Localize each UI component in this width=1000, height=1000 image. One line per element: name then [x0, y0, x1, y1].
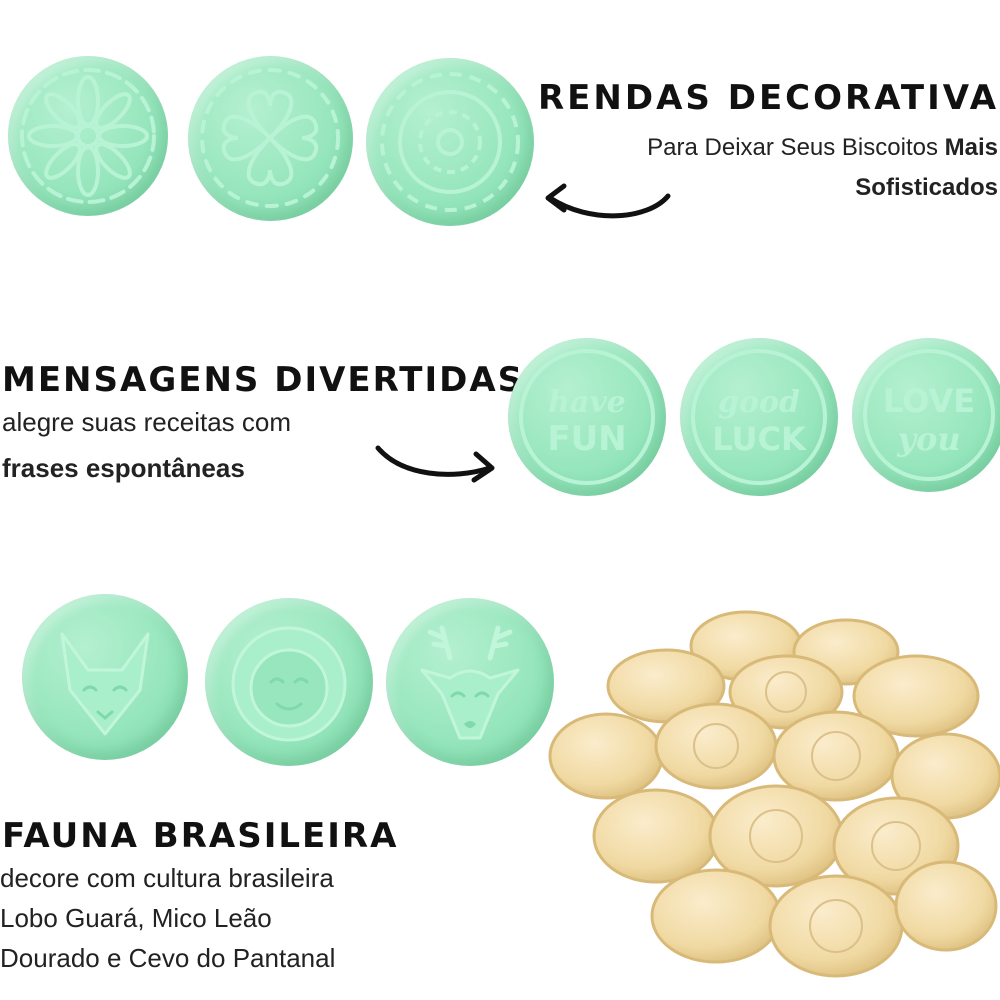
wolf-stamp — [22, 594, 188, 760]
mensagens-title: MENSAGENS DIVERTIDAS — [2, 360, 525, 400]
mandala-icon — [380, 72, 520, 212]
heart-lace-stamp — [188, 56, 353, 221]
mensagens-subtitle-line1: alegre suas receitas com — [2, 407, 292, 437]
wolf-icon — [60, 632, 150, 736]
love-you-stamp: LOVE you — [852, 338, 1000, 492]
lion-monkey-icon — [231, 626, 347, 742]
luck-text: LUCK — [712, 420, 807, 458]
cookie-pile-image — [548, 610, 1000, 978]
deer-icon — [420, 625, 520, 740]
you-text: you — [896, 420, 960, 458]
good-luck-icon: good LUCK — [691, 349, 827, 485]
fun-text: FUN — [547, 419, 626, 459]
fauna-line1: decore com cultura brasileira — [0, 863, 334, 893]
rendas-subtitle-bold: Mais — [944, 134, 998, 161]
rendas-title: RENDAS DECORATIVAS — [538, 78, 1000, 118]
curved-arrow-left-icon — [545, 183, 671, 219]
curved-arrow-right-icon — [375, 445, 495, 483]
rendas-subtitle-bold-2: Sofisticados — [855, 174, 998, 201]
good-text: good — [718, 385, 800, 420]
fauna-line3: Dourado e Cevo do Pantanal — [0, 943, 336, 973]
rendas-subtitle-line2: Sofisticados — [855, 168, 998, 208]
mandala-lace-stamp — [366, 58, 534, 226]
mensagens-subtitle-line2: frases espontâneas — [2, 448, 245, 488]
good-luck-stamp: good LUCK — [680, 338, 838, 496]
deer-stamp — [386, 598, 554, 766]
love-you-icon: LOVE you — [863, 349, 995, 481]
love-text: LOVE — [883, 382, 975, 420]
mensagens-subtitle-bold: frases espontâneas — [2, 453, 245, 483]
fauna-line2: Lobo Guará, Mico Leão — [0, 903, 272, 933]
flower-lace-icon — [20, 68, 156, 204]
rendas-subtitle-line1: Para Deixar Seus Biscoitos Mais — [647, 128, 998, 168]
flower-lace-stamp — [8, 56, 168, 216]
have-fun-icon: have FUN — [519, 349, 655, 485]
have-text: have — [548, 385, 626, 420]
lion-monkey-stamp — [205, 598, 373, 766]
rendas-subtitle-text: Para Deixar Seus Biscoitos — [647, 134, 945, 161]
have-fun-stamp: have FUN — [508, 338, 666, 496]
fauna-title: FAUNA BRASILEIRA — [2, 816, 399, 856]
heart-lace-icon — [200, 68, 340, 208]
